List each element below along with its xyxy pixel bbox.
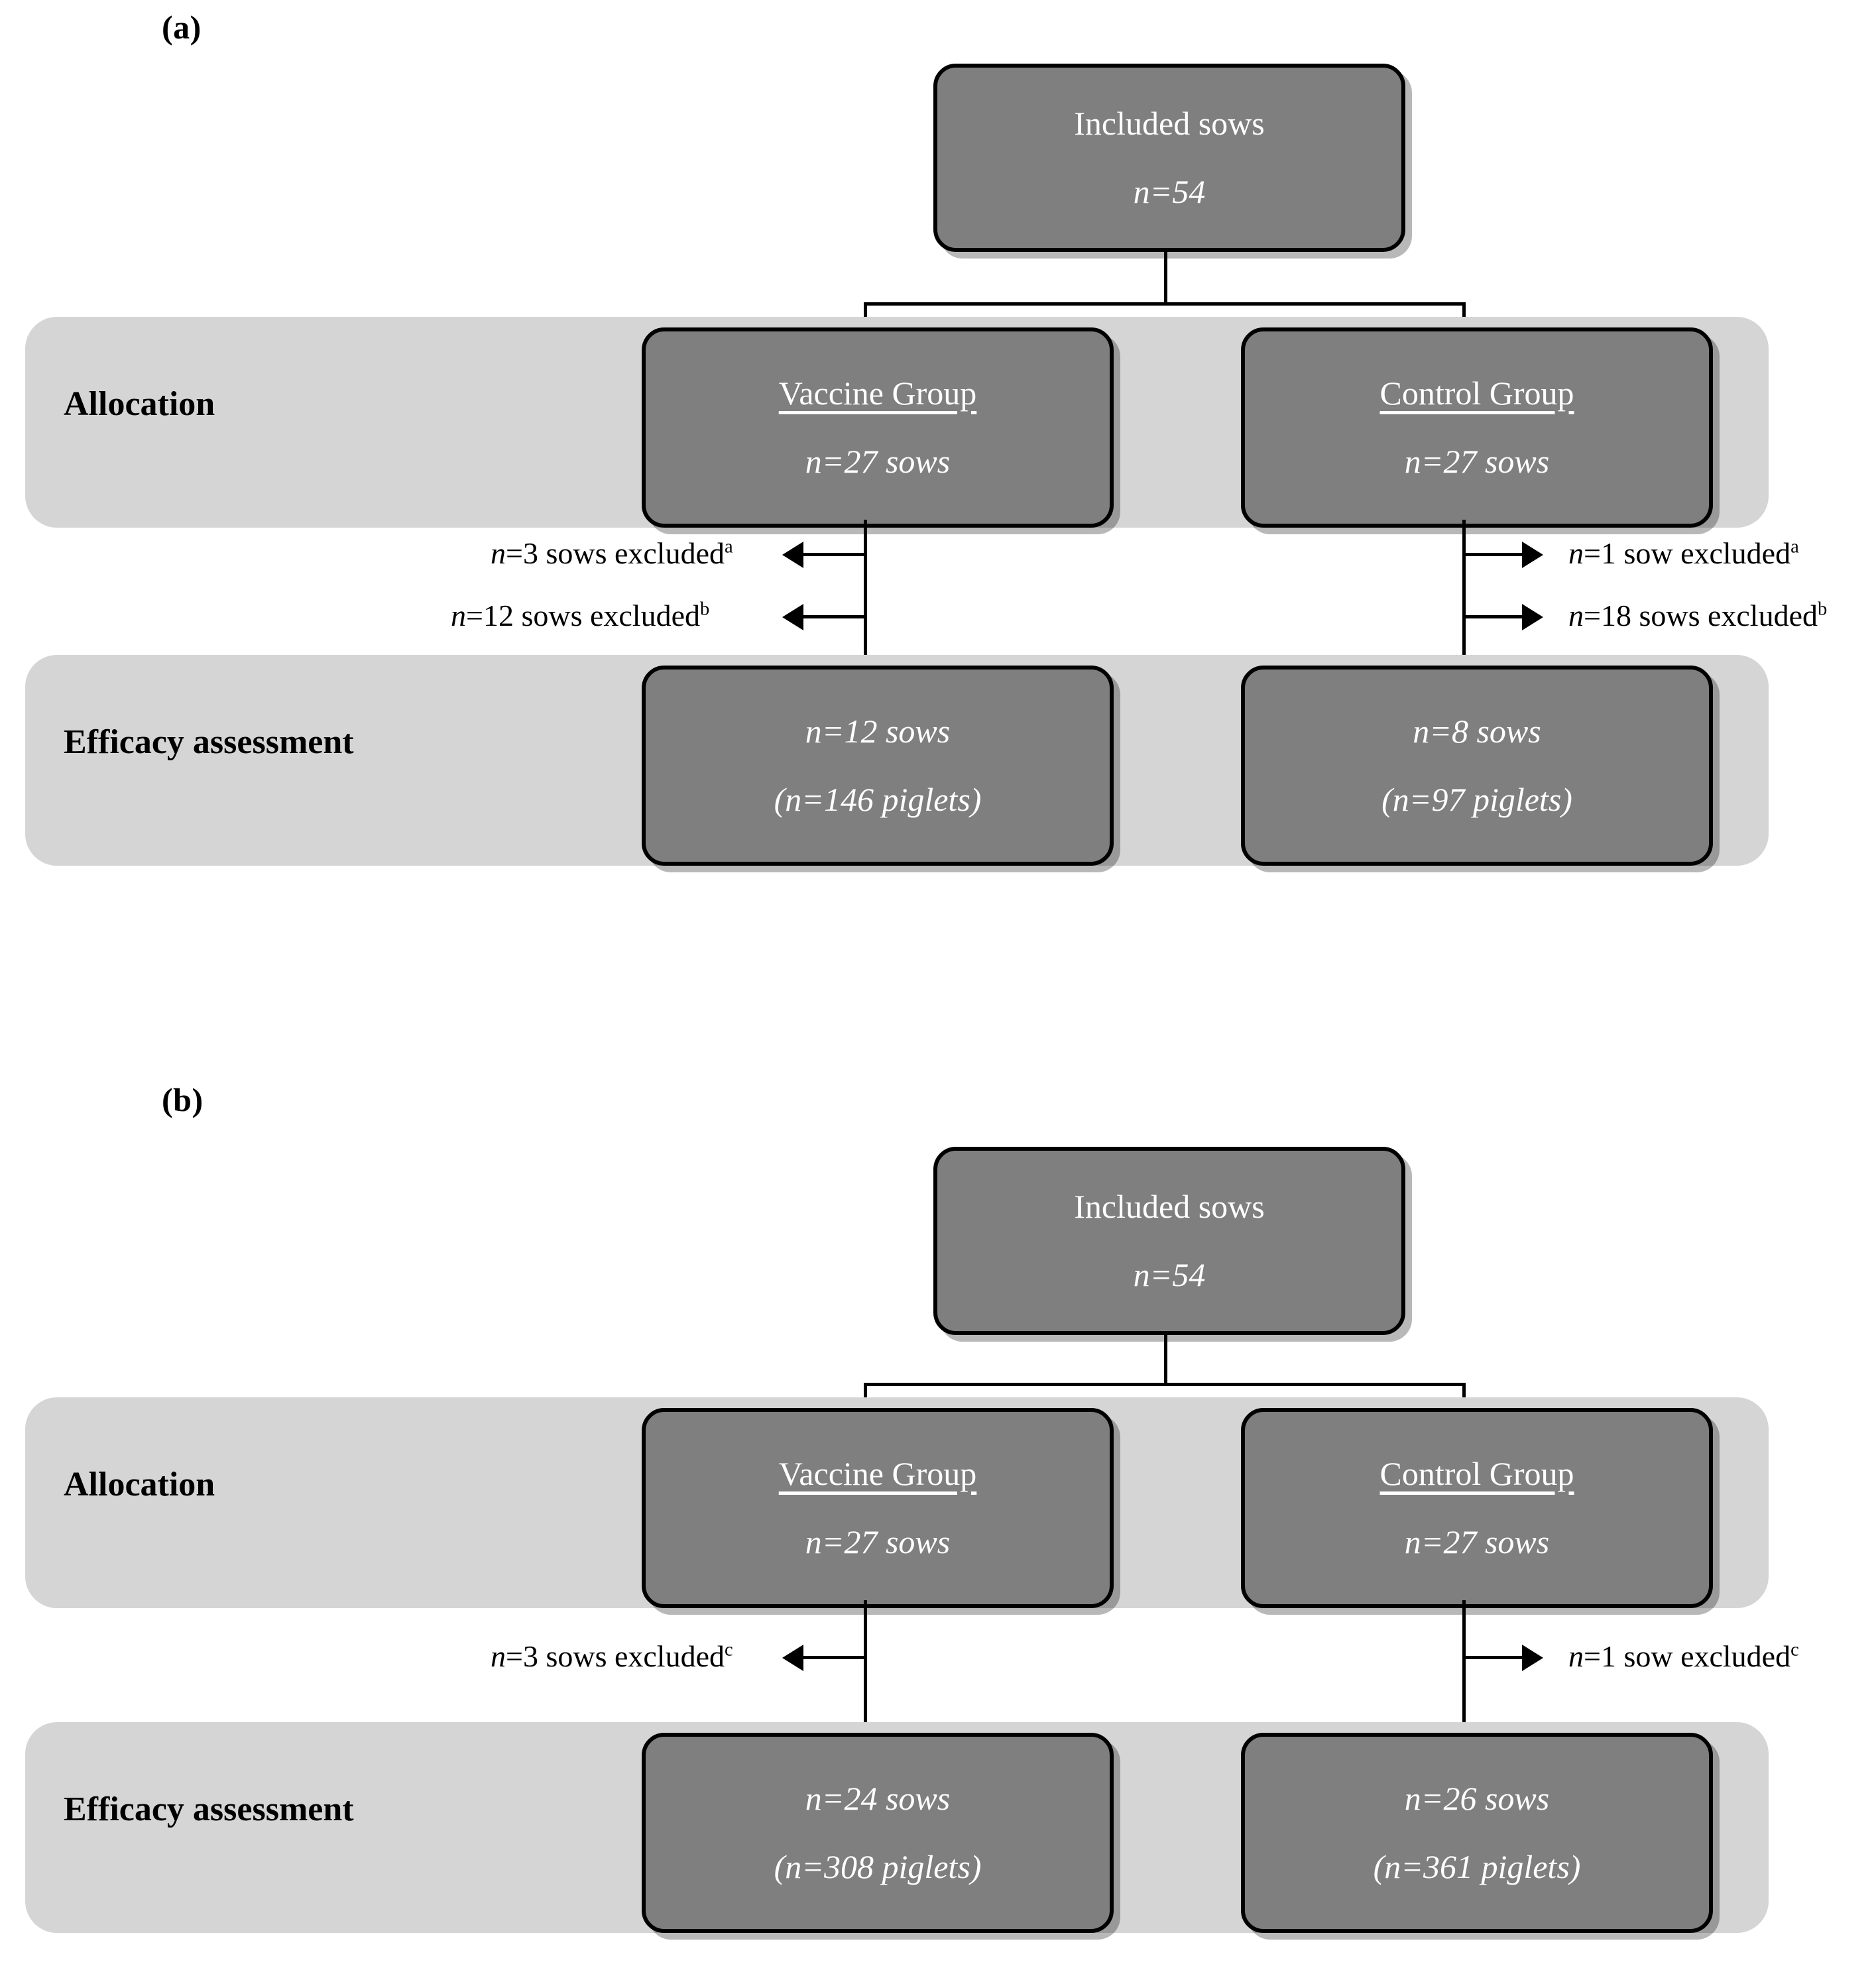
connector-control-stem-b: [1462, 1600, 1466, 1733]
control-group-count-b: n=27 sows: [1404, 1523, 1550, 1560]
exclusion-arrow-line-b-left-1: [803, 1656, 864, 1659]
efficacy-vaccine-sows-b: n=24 sows: [805, 1779, 951, 1817]
efficacy-vaccine-piglets-b: (n=308 piglets): [774, 1848, 982, 1885]
node-vaccine-group-b: Vaccine Group n=27 sows: [642, 1408, 1114, 1608]
exclusion-arrow-head-b-right-1: [1522, 1645, 1543, 1671]
exclusion-arrow-head-b-left-1: [782, 1645, 803, 1671]
efficacy-control-sows-b: n=26 sows: [1404, 1779, 1550, 1817]
exclusion-arrow-head-a-left-2: [782, 604, 803, 630]
exclusion-arrow-line-a-right-1: [1462, 553, 1523, 556]
vaccine-group-title-a: Vaccine Group: [778, 374, 977, 412]
exclusion-marker-a-left-1: a: [725, 536, 733, 557]
connector-split-bar-a: [864, 302, 1466, 306]
panel-b: (b) Included sows n=54 Allocation Vaccin…: [0, 1014, 1876, 1984]
exclusion-n-a-right-2: n: [1568, 599, 1584, 632]
node-included-sows-b: Included sows n=54: [933, 1147, 1405, 1335]
node-included-sows-a: Included sows n=54: [933, 64, 1405, 252]
exclusion-arrow-head-a-left-1: [782, 542, 803, 568]
efficacy-vaccine-sows-a: n=12 sows: [805, 712, 951, 750]
node-control-group-a: Control Group n=27 sows: [1241, 327, 1713, 528]
exclusion-label-b-left-1: n=3 sows excludedc: [491, 1639, 733, 1674]
node-efficacy-vaccine-b: n=24 sows (n=308 piglets): [642, 1733, 1114, 1933]
included-sows-title-a: Included sows: [1074, 104, 1265, 142]
vaccine-group-title-b: Vaccine Group: [778, 1454, 977, 1492]
connector-top-stem-b: [1164, 1331, 1167, 1384]
exclusion-text-b-left-1: =3 sows excluded: [506, 1639, 725, 1673]
control-group-title-a: Control Group: [1379, 374, 1574, 412]
connector-split-bar-b: [864, 1383, 1466, 1386]
exclusion-text-a-left-2: =12 sows excluded: [466, 599, 700, 632]
vaccine-group-count-b: n=27 sows: [805, 1523, 951, 1560]
exclusion-label-a-right-2: n=18 sows excludedb: [1568, 598, 1827, 633]
exclusion-label-a-right-1: n=1 sow excludeda: [1568, 536, 1799, 571]
included-sows-title-b: Included sows: [1074, 1187, 1265, 1225]
node-vaccine-group-a: Vaccine Group n=27 sows: [642, 327, 1114, 528]
exclusion-label-b-right-1: n=1 sow excludedc: [1568, 1639, 1799, 1674]
node-efficacy-control-a: n=8 sows (n=97 piglets): [1241, 666, 1713, 866]
band-allocation-label-a: Allocation: [64, 385, 215, 423]
panel-a: (a) Included sows n=54 Allocation Vaccin…: [0, 0, 1876, 968]
node-efficacy-control-b: n=26 sows (n=361 piglets): [1241, 1733, 1713, 1933]
exclusion-arrow-line-a-left-2: [803, 615, 864, 618]
connector-vaccine-stem-a: [864, 520, 867, 667]
included-sows-count-a: n=54: [1133, 173, 1206, 210]
exclusion-text-b-right-1: =1 sow excluded: [1584, 1639, 1791, 1673]
exclusion-text-a-right-2: =18 sows excluded: [1584, 599, 1818, 632]
exclusion-arrow-line-a-left-1: [803, 553, 864, 556]
band-efficacy-label-a: Efficacy assessment: [64, 723, 354, 761]
connector-control-stem-a: [1462, 520, 1466, 667]
included-sows-count-b: n=54: [1133, 1256, 1206, 1293]
exclusion-marker-b-left-1: c: [725, 1639, 733, 1661]
node-efficacy-vaccine-a: n=12 sows (n=146 piglets): [642, 666, 1114, 866]
exclusion-arrow-head-a-right-1: [1522, 542, 1543, 568]
efficacy-control-sows-a: n=8 sows: [1413, 712, 1541, 750]
exclusion-label-a-left-2: n=12 sows excludedb: [451, 598, 709, 633]
exclusion-text-a-right-1: =1 sow excluded: [1584, 536, 1791, 570]
control-group-title-b: Control Group: [1379, 1454, 1574, 1492]
panel-b-label: (b): [162, 1081, 204, 1118]
exclusion-n-a-right-1: n: [1568, 536, 1584, 570]
exclusion-n-a-left-2: n: [451, 599, 466, 632]
efficacy-control-piglets-b: (n=361 piglets): [1373, 1848, 1581, 1885]
exclusion-arrow-line-b-right-1: [1462, 1656, 1523, 1659]
exclusion-marker-a-right-2: b: [1818, 599, 1828, 620]
node-control-group-b: Control Group n=27 sows: [1241, 1408, 1713, 1608]
panel-a-label: (a): [162, 9, 202, 46]
exclusion-n-a-left-1: n: [491, 536, 506, 570]
exclusion-arrow-head-a-right-2: [1522, 604, 1543, 630]
exclusion-label-a-left-1: n=3 sows excludeda: [491, 536, 733, 571]
exclusion-marker-a-left-2: b: [700, 599, 710, 620]
connector-top-stem-a: [1164, 248, 1167, 304]
exclusion-text-a-left-1: =3 sows excluded: [506, 536, 725, 570]
connector-vaccine-stem-b: [864, 1600, 867, 1733]
exclusion-n-b-right-1: n: [1568, 1639, 1584, 1673]
vaccine-group-count-a: n=27 sows: [805, 443, 951, 480]
exclusion-marker-a-right-1: a: [1790, 536, 1799, 557]
efficacy-control-piglets-a: (n=97 piglets): [1381, 781, 1572, 818]
control-group-count-a: n=27 sows: [1404, 443, 1550, 480]
efficacy-vaccine-piglets-a: (n=146 piglets): [774, 781, 982, 818]
exclusion-arrow-line-a-right-2: [1462, 615, 1523, 618]
exclusion-marker-b-right-1: c: [1790, 1639, 1799, 1661]
band-efficacy-label-b: Efficacy assessment: [64, 1790, 354, 1828]
exclusion-n-b-left-1: n: [491, 1639, 506, 1673]
band-allocation-label-b: Allocation: [64, 1466, 215, 1503]
